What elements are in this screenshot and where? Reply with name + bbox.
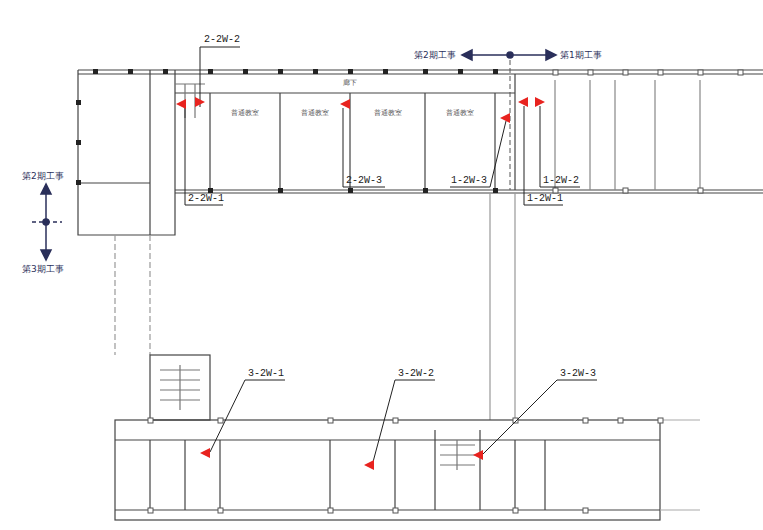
callout-number: 3-2W-3	[560, 369, 596, 379]
callout-number: 3-2W-2	[398, 369, 434, 379]
phase-label: 第1期工事	[560, 51, 602, 60]
phase-label: 第2期工事	[22, 172, 64, 181]
callout-number: 2-2W-1	[188, 194, 224, 204]
callout-number: 1-2W-3	[451, 176, 487, 186]
phase-label: 第2期工事	[414, 51, 456, 60]
room-name: 廊下	[343, 80, 357, 87]
room-name: 普通教室	[446, 110, 474, 117]
callout-number: 1-2W-1	[527, 194, 563, 204]
callout-number: 2-2W-2	[204, 35, 240, 45]
room-name: 普通教室	[374, 110, 402, 117]
room-name: 普通教室	[231, 110, 259, 117]
callout-number: 3-2W-1	[248, 369, 284, 379]
callout-number: 1-2W-2	[543, 176, 579, 186]
callout-number: 2-2W-3	[346, 176, 382, 186]
room-name: 普通教室	[301, 110, 329, 117]
phase-label: 第3期工事	[22, 265, 64, 274]
